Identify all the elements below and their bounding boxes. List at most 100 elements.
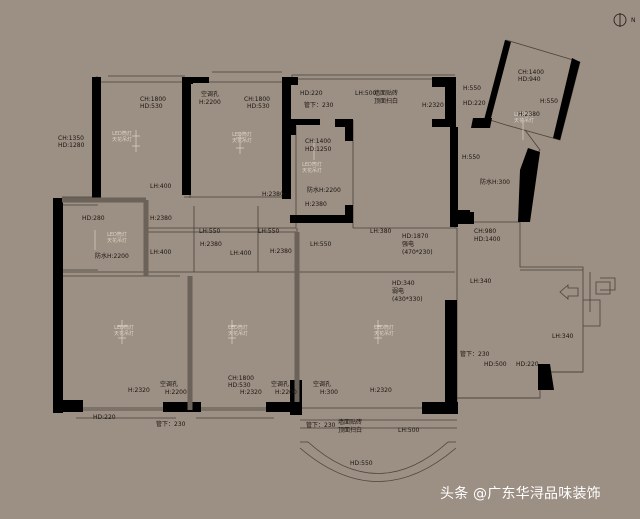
partition-walls (62, 197, 300, 410)
fixture-label-line-2: 天花吊灯 (111, 137, 133, 143)
dimension-label: HD:280 (82, 215, 105, 222)
light-fixture-label: LED筒灯天花吊灯 (374, 325, 394, 337)
dimension-label: LH:400 (150, 249, 172, 256)
dimension-label: 管下：230 (304, 102, 334, 109)
light-fixture-label: LED筒灯天花吊灯 (514, 112, 534, 124)
dimension-label: CH:1800 (228, 375, 254, 382)
light-fixture-label: LED筒灯天花吊灯 (114, 325, 134, 337)
dimension-label: HD:1870 (402, 233, 429, 240)
fixture-markers (94, 118, 524, 344)
dimension-label: H:550 (540, 98, 558, 105)
dimension-label: 顶面扫白 (338, 427, 363, 434)
dimension-label: H:2320 (370, 387, 392, 394)
dimension-label: (470*230) (402, 249, 433, 256)
dimension-label: HD:220 (463, 100, 486, 107)
dimension-label: HD:1280 (58, 142, 85, 149)
dimension-label: H:2320 (240, 389, 262, 396)
fixture-label-line-2: 天花吊灯 (373, 331, 395, 337)
dimension-label: HD:530 (228, 382, 251, 389)
dimension-label: HD:550 (350, 460, 373, 467)
dimension-label: LH:550 (199, 228, 221, 235)
dimension-label: 强电 (402, 241, 415, 248)
dimension-label: HD:530 (140, 103, 163, 110)
fixture-label-line-1: LED筒灯 (114, 325, 134, 331)
dimension-label: 防水H:2200 (307, 187, 341, 194)
dimension-label: 墙面贴砖 (374, 90, 399, 97)
dimension-label: H:300 (320, 389, 338, 396)
dimension-label: LH:550 (310, 241, 332, 248)
dimension-label: CH:1800 (244, 96, 270, 103)
light-fixture-label: LED筒灯天花吊灯 (228, 325, 248, 337)
watermark-text: 头条 @广东华浔品味装饰 (440, 486, 601, 502)
dimension-label: HD:530 (247, 103, 270, 110)
dimension-label: HD:1250 (305, 146, 332, 153)
dimension-label: CH:1350 (58, 135, 84, 142)
dimension-label: 管下：230 (460, 351, 490, 358)
fixture-label-line-2: 天花吊灯 (106, 238, 128, 244)
north-arrow (613, 13, 627, 27)
fixture-label-line-2: 天花吊灯 (227, 331, 249, 337)
dimension-label: H:2380 (262, 191, 284, 198)
fixture-label-line-1: LED筒灯 (302, 162, 322, 168)
dimension-label: H:2380 (150, 215, 172, 222)
fixture-label-line-1: LED筒灯 (374, 325, 394, 331)
dimension-label: H:2320 (128, 387, 150, 394)
north-label: N (631, 17, 636, 24)
thin-walls (54, 39, 616, 482)
dimension-label: 顶面扫白 (374, 98, 399, 105)
dimension-label: LH:340 (552, 333, 574, 340)
fixture-label-line-1: LED筒灯 (107, 232, 127, 238)
fixture-label-line-1: LED筒灯 (514, 112, 534, 118)
dimension-label: H:550 (462, 154, 480, 161)
dimension-label: HD:340 (392, 280, 415, 287)
dimension-label: 弱电 (392, 288, 405, 295)
dimension-label: 防水H:2200 (95, 253, 129, 260)
fixture-label-line-1: LED筒灯 (232, 132, 252, 138)
dimension-label: 防水H:300 (480, 179, 510, 186)
dimension-label: (430*330) (392, 296, 423, 303)
dimension-label: H:2380 (200, 241, 222, 248)
fixture-label-line-1: LED筒灯 (228, 325, 248, 331)
fixture-label-line-2: 天花吊灯 (113, 331, 135, 337)
light-fixture-label: LED筒灯天花吊灯 (302, 162, 322, 174)
light-fixture-label: LED筒灯天花吊灯 (107, 232, 127, 244)
dimension-label: 空调孔 (160, 381, 179, 388)
dimension-label: HD:220 (300, 90, 323, 97)
dimension-label: 管下：230 (156, 421, 186, 428)
dimension-label: HD:220 (516, 361, 539, 368)
dimension-label: CH:980 (474, 228, 497, 235)
dimension-label: LH:340 (470, 278, 492, 285)
dimension-label: HD:940 (518, 76, 541, 83)
dimension-label: H:2200 (199, 99, 221, 106)
dimension-label: CH:1400 (518, 69, 544, 76)
dimension-label: LH:500 (398, 427, 420, 434)
dimension-label: 空调孔 (271, 381, 290, 388)
light-fixture-label: LED筒灯天花吊灯 (232, 132, 252, 144)
dimension-label: 管下：230 (306, 422, 336, 429)
dimension-label: H:2380 (518, 111, 540, 118)
dimension-label: LH:550 (258, 228, 280, 235)
dimension-label: 空调孔 (201, 91, 220, 98)
dimension-label: H:2320 (422, 102, 444, 109)
dimension-label: 空调孔 (313, 381, 332, 388)
dimension-label: H:2200 (165, 389, 187, 396)
dimension-label: LH:380 (370, 228, 392, 235)
dimension-label: CH:1800 (140, 96, 166, 103)
dimension-label: 墙面贴砖 (338, 419, 363, 426)
entrance-arrow (559, 272, 611, 312)
dimension-label: LH:500 (355, 90, 377, 97)
dimension-label: H:2380 (270, 248, 292, 255)
dimension-label: H:2380 (305, 201, 327, 208)
fixture-label-line-2: 天花吊灯 (301, 168, 323, 174)
light-fixture-label: LED筒灯天花吊灯 (112, 131, 132, 143)
dimension-label: LH:400 (150, 183, 172, 190)
dimension-label: H:550 (463, 85, 481, 92)
thick-walls (53, 40, 580, 415)
dimension-label: HD:1400 (474, 236, 501, 243)
dimension-label: HD:220 (93, 414, 116, 421)
fixture-label-line-1: LED筒灯 (112, 131, 132, 137)
fixture-label-line-2: 天花吊灯 (231, 138, 253, 144)
fixture-label-line-2: 天花吊灯 (513, 118, 535, 124)
dimension-label: CH:1400 (305, 138, 331, 145)
